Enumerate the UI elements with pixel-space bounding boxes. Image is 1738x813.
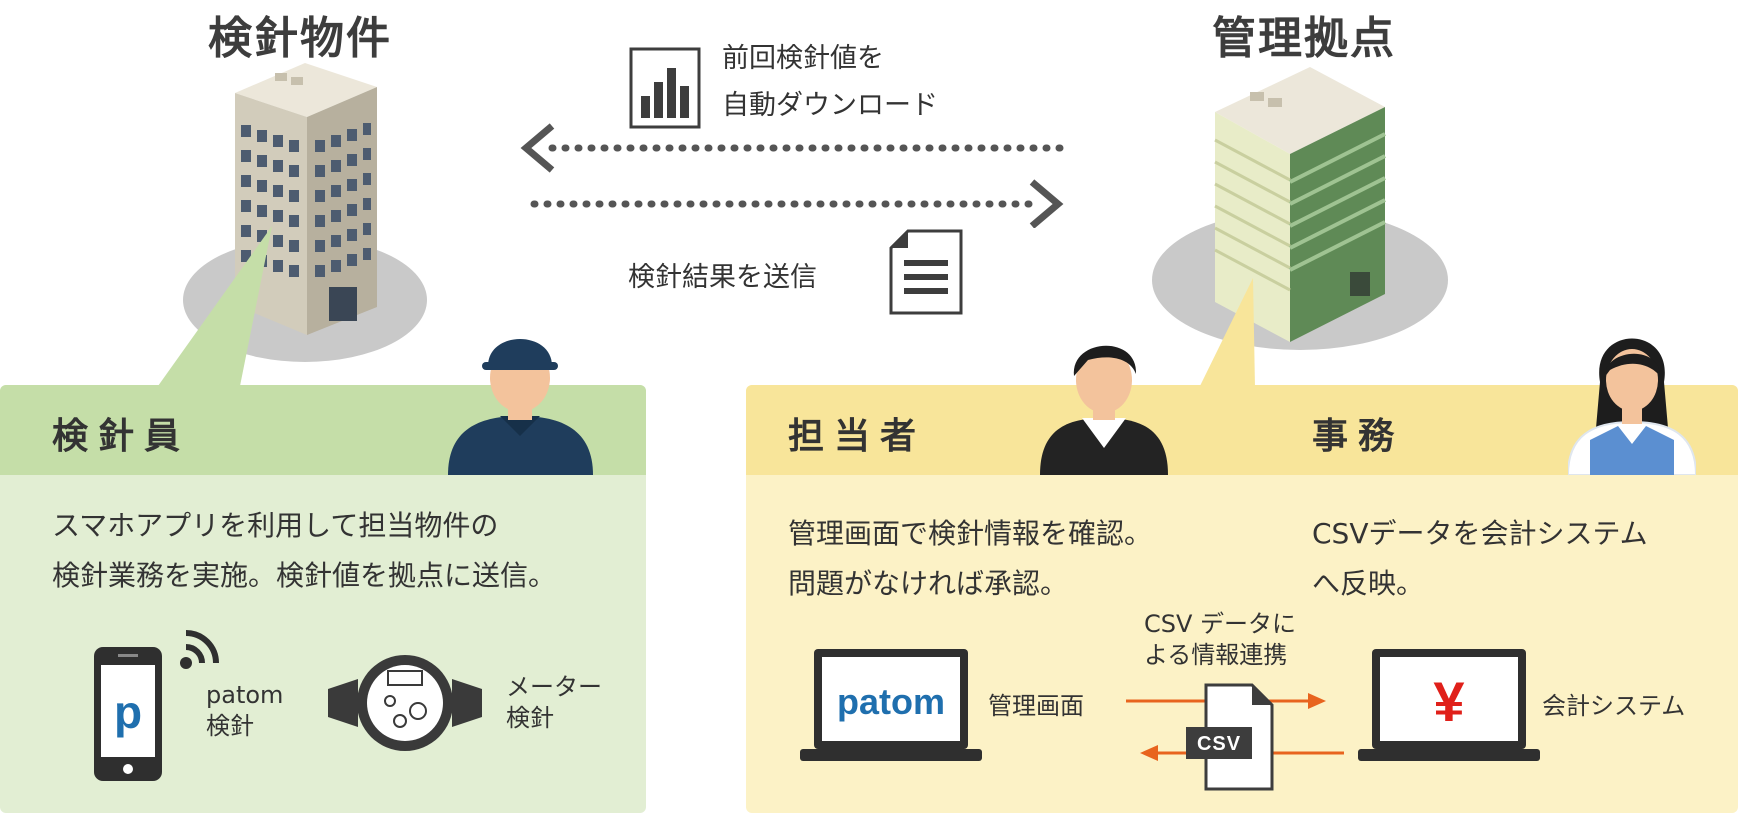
office-work-title: 事務 <box>1312 416 1405 457</box>
csv-integration-line1: CSV データに <box>1144 610 1297 638</box>
left-callout-pointer <box>158 226 272 386</box>
staff-desc-line2: 問題がなければ承認。 <box>788 567 1069 600</box>
smartphone-icon: p <box>94 647 162 781</box>
meter-reading-line1: メーター <box>506 673 602 701</box>
base-building-icon <box>1214 67 1386 342</box>
meter-reader-title: 検針員 <box>52 416 191 457</box>
chart-report-icon <box>629 47 701 129</box>
meter-reader-person-icon <box>448 339 593 475</box>
patom-brand-logo: patom <box>837 681 945 722</box>
property-title: 検針物件 <box>208 13 392 64</box>
csv-integration-line2: よる情報連携 <box>1144 641 1288 669</box>
patom-app-icon-letter: p <box>114 686 142 738</box>
patom-app-name: patom <box>206 681 284 709</box>
admin-laptop-icon <box>800 649 982 761</box>
csv-file-icon <box>1186 683 1274 791</box>
right-callout-pointer <box>1199 278 1255 388</box>
office-desc-line1: CSVデータを会計システム <box>1312 517 1648 550</box>
admin-screen-label: 管理画面 <box>988 692 1084 720</box>
download-label-line1: 前回検針値を <box>722 43 884 74</box>
meter-reader-desc-line1: スマホアプリを利用して担当物件の <box>52 509 499 542</box>
download-label-line2: 自動ダウンロード <box>722 90 938 121</box>
send-result-label: 検針結果を送信 <box>628 262 817 293</box>
meter-reading-line2: 検針 <box>506 704 554 732</box>
office-clerk-person-icon <box>1568 338 1696 475</box>
transfer-arrows <box>520 123 1064 228</box>
staff-person-icon <box>1040 345 1168 475</box>
document-icon <box>889 229 963 315</box>
wireless-signal-icon <box>180 630 219 669</box>
accounting-system-label: 会計システム <box>1542 692 1686 720</box>
office-desc-line2: へ反映。 <box>1312 567 1425 600</box>
patom-app-sub: 検針 <box>206 712 254 740</box>
meter-reader-desc-line2: 検針業務を実施。検針値を拠点に送信。 <box>52 559 557 592</box>
water-meter-icon <box>328 655 482 751</box>
accounting-laptop-icon <box>1358 649 1540 761</box>
csv-badge: CSV <box>1196 733 1242 755</box>
staff-title: 担当者 <box>788 416 927 457</box>
yen-icon: ¥ <box>1433 670 1465 733</box>
base-title: 管理拠点 <box>1212 13 1396 64</box>
staff-desc-line1: 管理画面で検針情報を確認。 <box>788 517 1153 550</box>
